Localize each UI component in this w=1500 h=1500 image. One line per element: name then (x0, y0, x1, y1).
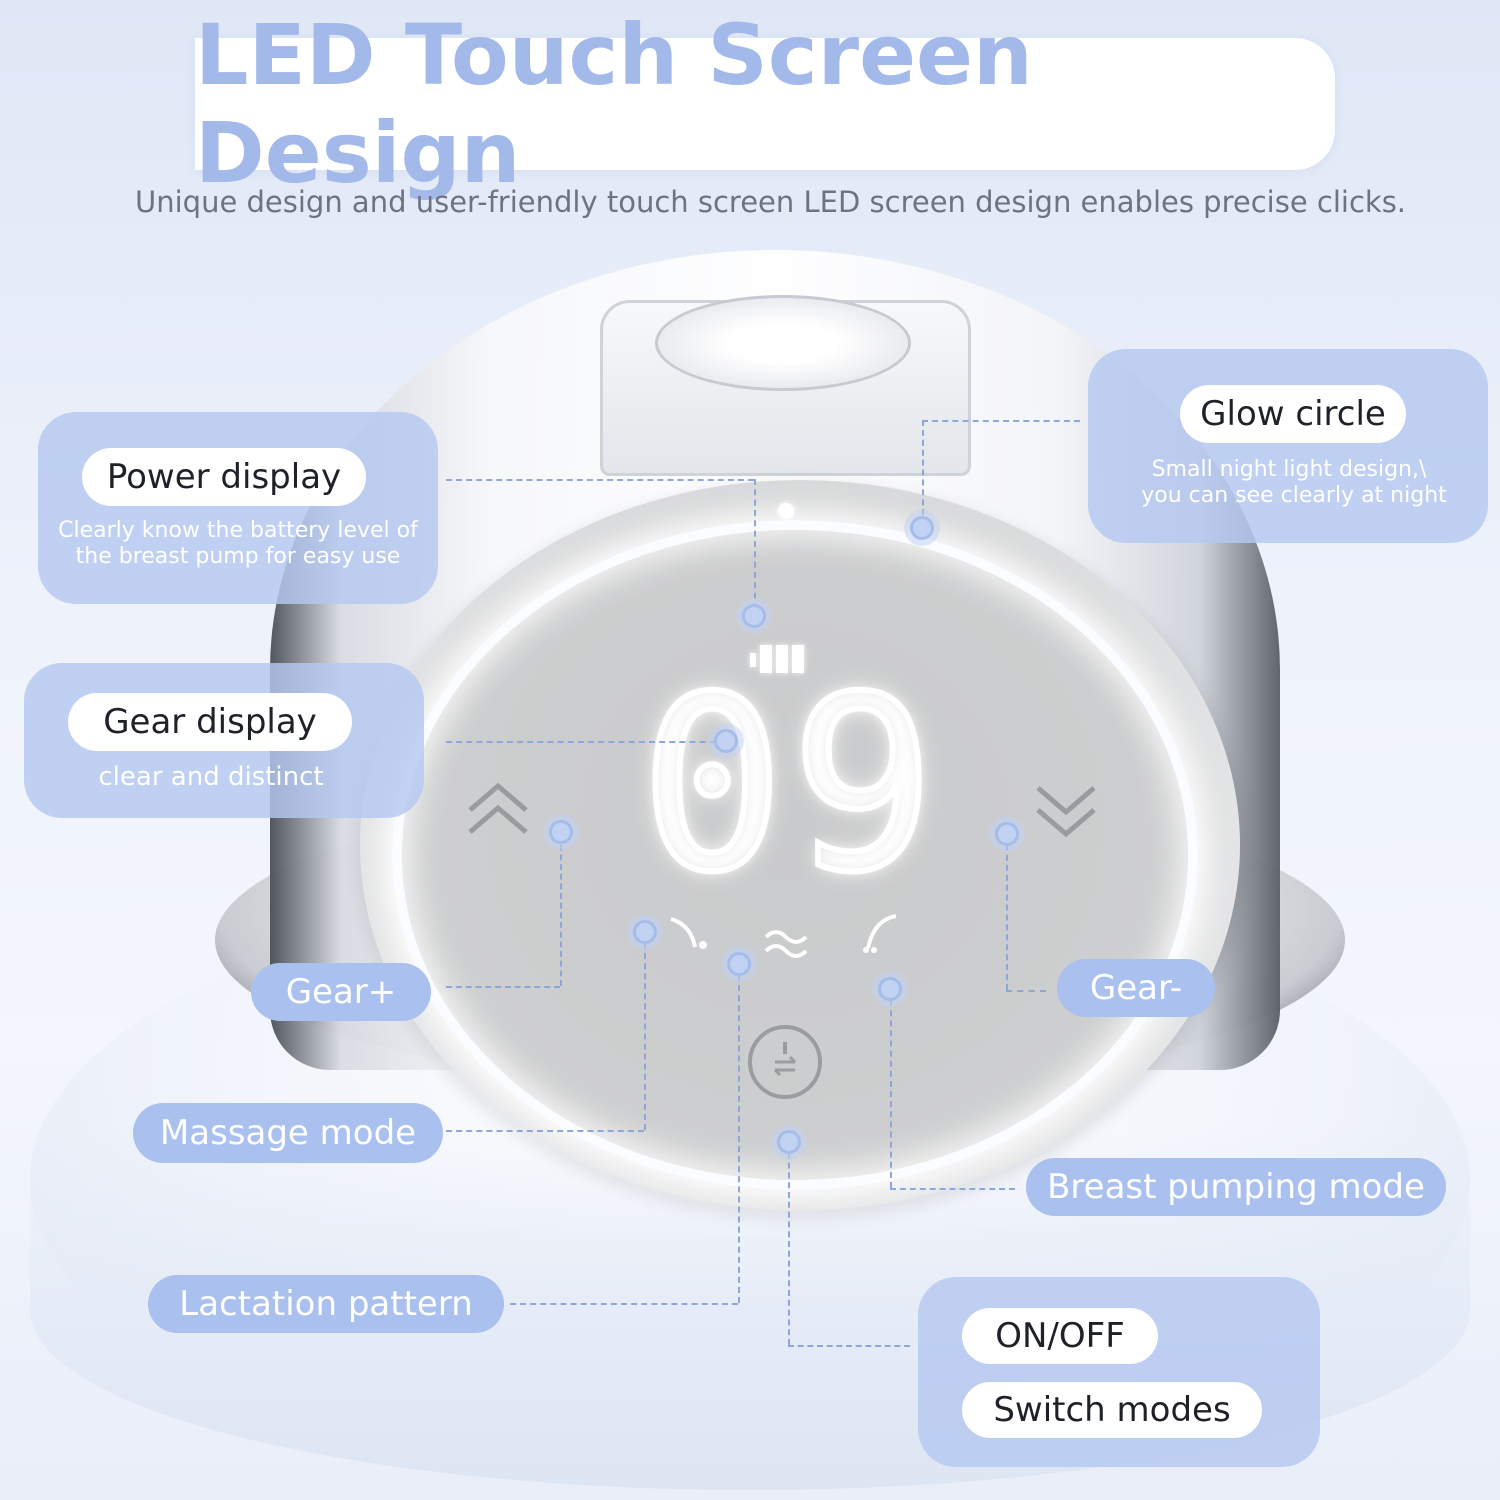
gear-plus-label: Gear+ (251, 963, 431, 1021)
leader-on-off-v (788, 1143, 790, 1345)
massage-mode-icon[interactable] (665, 915, 713, 959)
power-display-desc-1: Clearly know the battery level of (58, 518, 418, 543)
power-switch-icon[interactable] (748, 1025, 822, 1099)
title-banner: LED Touch Screen Design (195, 6, 1335, 202)
leader-lactation (510, 1303, 738, 1305)
indicator-light (778, 503, 794, 519)
callout-dot-on-off (777, 1130, 801, 1154)
callout-dot-massage (633, 920, 657, 944)
lactation-wave-icon[interactable] (762, 925, 810, 963)
battery-icon (750, 645, 824, 675)
callout-dot-gear-display (714, 729, 738, 753)
callout-dot-power (742, 604, 766, 628)
leader-pumping (890, 1188, 1015, 1190)
chevron-up-icon[interactable] (466, 780, 530, 855)
callout-dot-gear-minus (995, 822, 1019, 846)
leader-massage (446, 1130, 644, 1132)
subtitle: Unique design and user-friendly touch sc… (135, 185, 1407, 219)
chevron-down-icon[interactable] (1034, 780, 1098, 855)
leader-power (446, 479, 754, 481)
glow-circle-panel (1088, 349, 1488, 543)
leader-gear-display (446, 741, 726, 743)
gear-digits: 09 (637, 645, 941, 925)
gear-display-label: Gear display (68, 693, 352, 751)
glow-circle-desc-1: Small night light design,\ (1151, 457, 1427, 482)
gear-minus-label: Gear- (1057, 959, 1215, 1017)
lactation-pattern-label: Lactation pattern (148, 1275, 504, 1333)
massage-mode-label: Massage mode (133, 1103, 443, 1163)
gear-display-desc: clear and distinct (98, 762, 324, 792)
leader-lactation-v (738, 965, 740, 1303)
pumping-mode-icon[interactable] (858, 912, 902, 960)
leader-on-off (788, 1345, 910, 1347)
leader-massage-v (644, 933, 646, 1130)
callout-dot-gear-plus (549, 820, 573, 844)
breast-pumping-mode-label: Breast pumping mode (1026, 1158, 1446, 1216)
callout-dot-lactation (727, 952, 751, 976)
leader-gear-plus-v (560, 835, 562, 986)
leader-gear-minus-v (1006, 835, 1008, 990)
leader-gear-plus (446, 986, 560, 988)
power-display-label: Power display (82, 448, 366, 506)
on-off-label: ON/OFF (962, 1308, 1158, 1364)
on-off-panel (918, 1277, 1320, 1467)
callout-dot-pumping (878, 977, 902, 1001)
page-title: LED Touch Screen Design (195, 6, 1033, 202)
switch-modes-label: Switch modes (962, 1382, 1262, 1438)
callout-dot-glow (910, 516, 934, 540)
leader-gear-minus (1006, 990, 1046, 992)
glow-circle-label: Glow circle (1180, 385, 1406, 443)
pump-valve-top (655, 295, 911, 391)
leader-power-v (754, 479, 756, 609)
leader-glow (922, 420, 1080, 422)
glow-circle-desc-2: you can see clearly at night (1141, 483, 1447, 508)
power-display-panel (38, 412, 438, 604)
power-display-desc-2: the breast pump for easy use (75, 544, 401, 569)
leader-pumping-v (890, 990, 892, 1188)
leader-glow-v (922, 420, 924, 525)
